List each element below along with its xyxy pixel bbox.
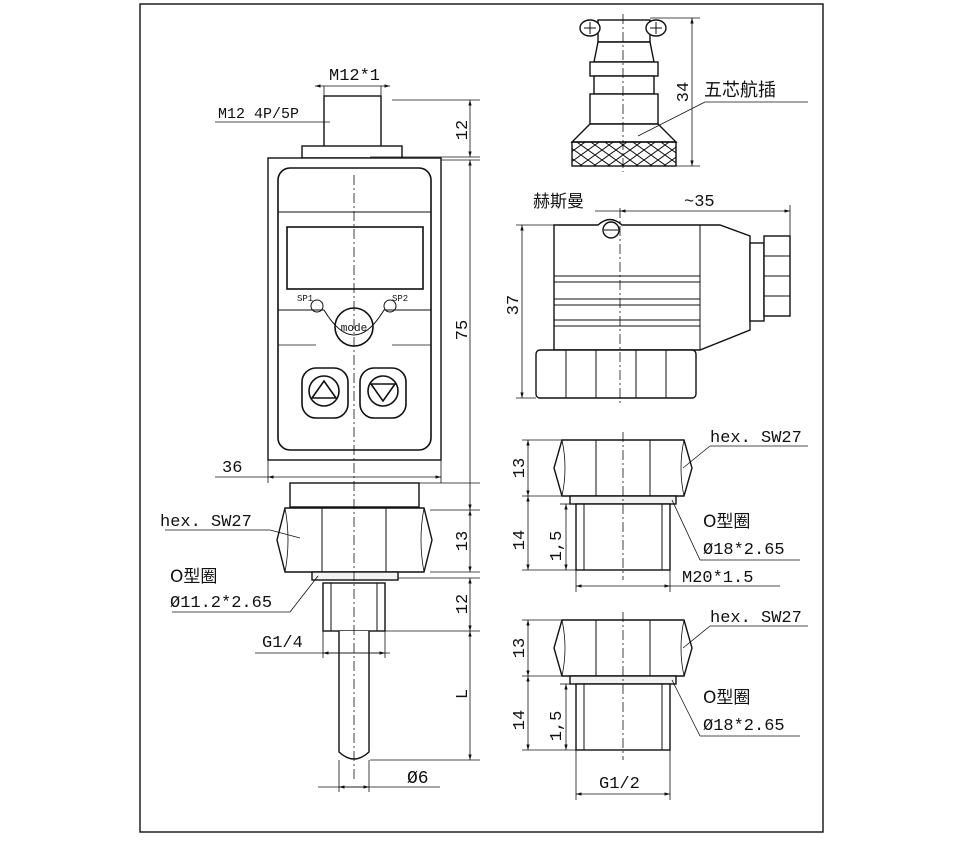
fitting-g12 [522, 612, 808, 800]
fitting-b-thread: G1/2 [599, 775, 640, 794]
hex-nut [276, 507, 433, 573]
probe-diameter-label: Ø6 [407, 769, 429, 789]
fitting-a-hex-label: hex. SW27 [710, 429, 802, 448]
plug-height: 34 [675, 82, 694, 102]
mode-label: mode [341, 323, 367, 335]
up-triangle-icon [310, 379, 338, 399]
down-triangle-icon [369, 383, 397, 403]
width-label: 36 [222, 459, 242, 478]
dim-hex: 13 [454, 531, 473, 551]
sp1-label: SP1 [297, 294, 313, 304]
fitting-b-oring-size: Ø18*2.65 [703, 717, 785, 736]
drawing-frame [139, 3, 824, 833]
fitting-a-dim-step: 1,5 [548, 531, 567, 562]
oring-seat [311, 571, 399, 581]
sp2-label: SP2 [392, 294, 408, 304]
connector-flange [301, 145, 403, 159]
oring-size: Ø11.2*2.65 [170, 594, 272, 613]
fitting-a-dim-hex: 13 [511, 458, 530, 478]
plug-label: 五芯航插 [704, 80, 776, 101]
neck [289, 482, 420, 508]
dim-body: 75 [454, 320, 473, 340]
hex-label: hex. SW27 [160, 513, 252, 532]
fitting-a-thread: M20*1.5 [682, 569, 753, 588]
main-dimensions [165, 84, 480, 792]
oring-label: O型圈 [170, 567, 217, 587]
aviation-plug [570, 14, 808, 172]
thread-top-label: M12*1 [329, 67, 380, 86]
hirschmann-height: 37 [505, 295, 524, 315]
hirschmann-length: ~35 [684, 193, 715, 212]
fitting-b-dim-thread: 14 [511, 710, 530, 730]
fitting-b-dim-hex: 13 [511, 638, 530, 658]
up-key [301, 367, 349, 419]
pressure-switch-front-view [267, 95, 442, 780]
fitting-b-hex-label: hex. SW27 [710, 609, 802, 628]
connector-label: M12 4P/5P [218, 106, 299, 123]
knurled-ring [571, 141, 677, 167]
sp1-led-icon [310, 299, 324, 313]
fitting-b-dim-step: 1,5 [548, 711, 567, 742]
hirschmann-connector [516, 205, 791, 405]
down-key [359, 367, 407, 419]
fitting-a-oring-label: O型圈 [703, 512, 750, 532]
dim-probe: L [454, 689, 473, 699]
fitting-b-oring-label: O型圈 [703, 688, 750, 708]
sp2-led-icon [383, 299, 397, 313]
hirschmann-label: 赫斯曼 [533, 192, 584, 212]
fitting-a-oring-size: Ø18*2.65 [703, 541, 785, 560]
housing [267, 157, 442, 461]
fitting-m20 [522, 432, 808, 592]
m12-connector [323, 95, 382, 149]
front-panel [277, 167, 432, 451]
thread-bottom-label: G1/4 [262, 634, 303, 653]
lcd-window [286, 226, 424, 290]
dim-neck: 12 [454, 594, 473, 614]
keypad-outline [278, 309, 431, 336]
fitting-a-dim-thread: 14 [511, 530, 530, 550]
dim-top: 12 [454, 120, 473, 140]
